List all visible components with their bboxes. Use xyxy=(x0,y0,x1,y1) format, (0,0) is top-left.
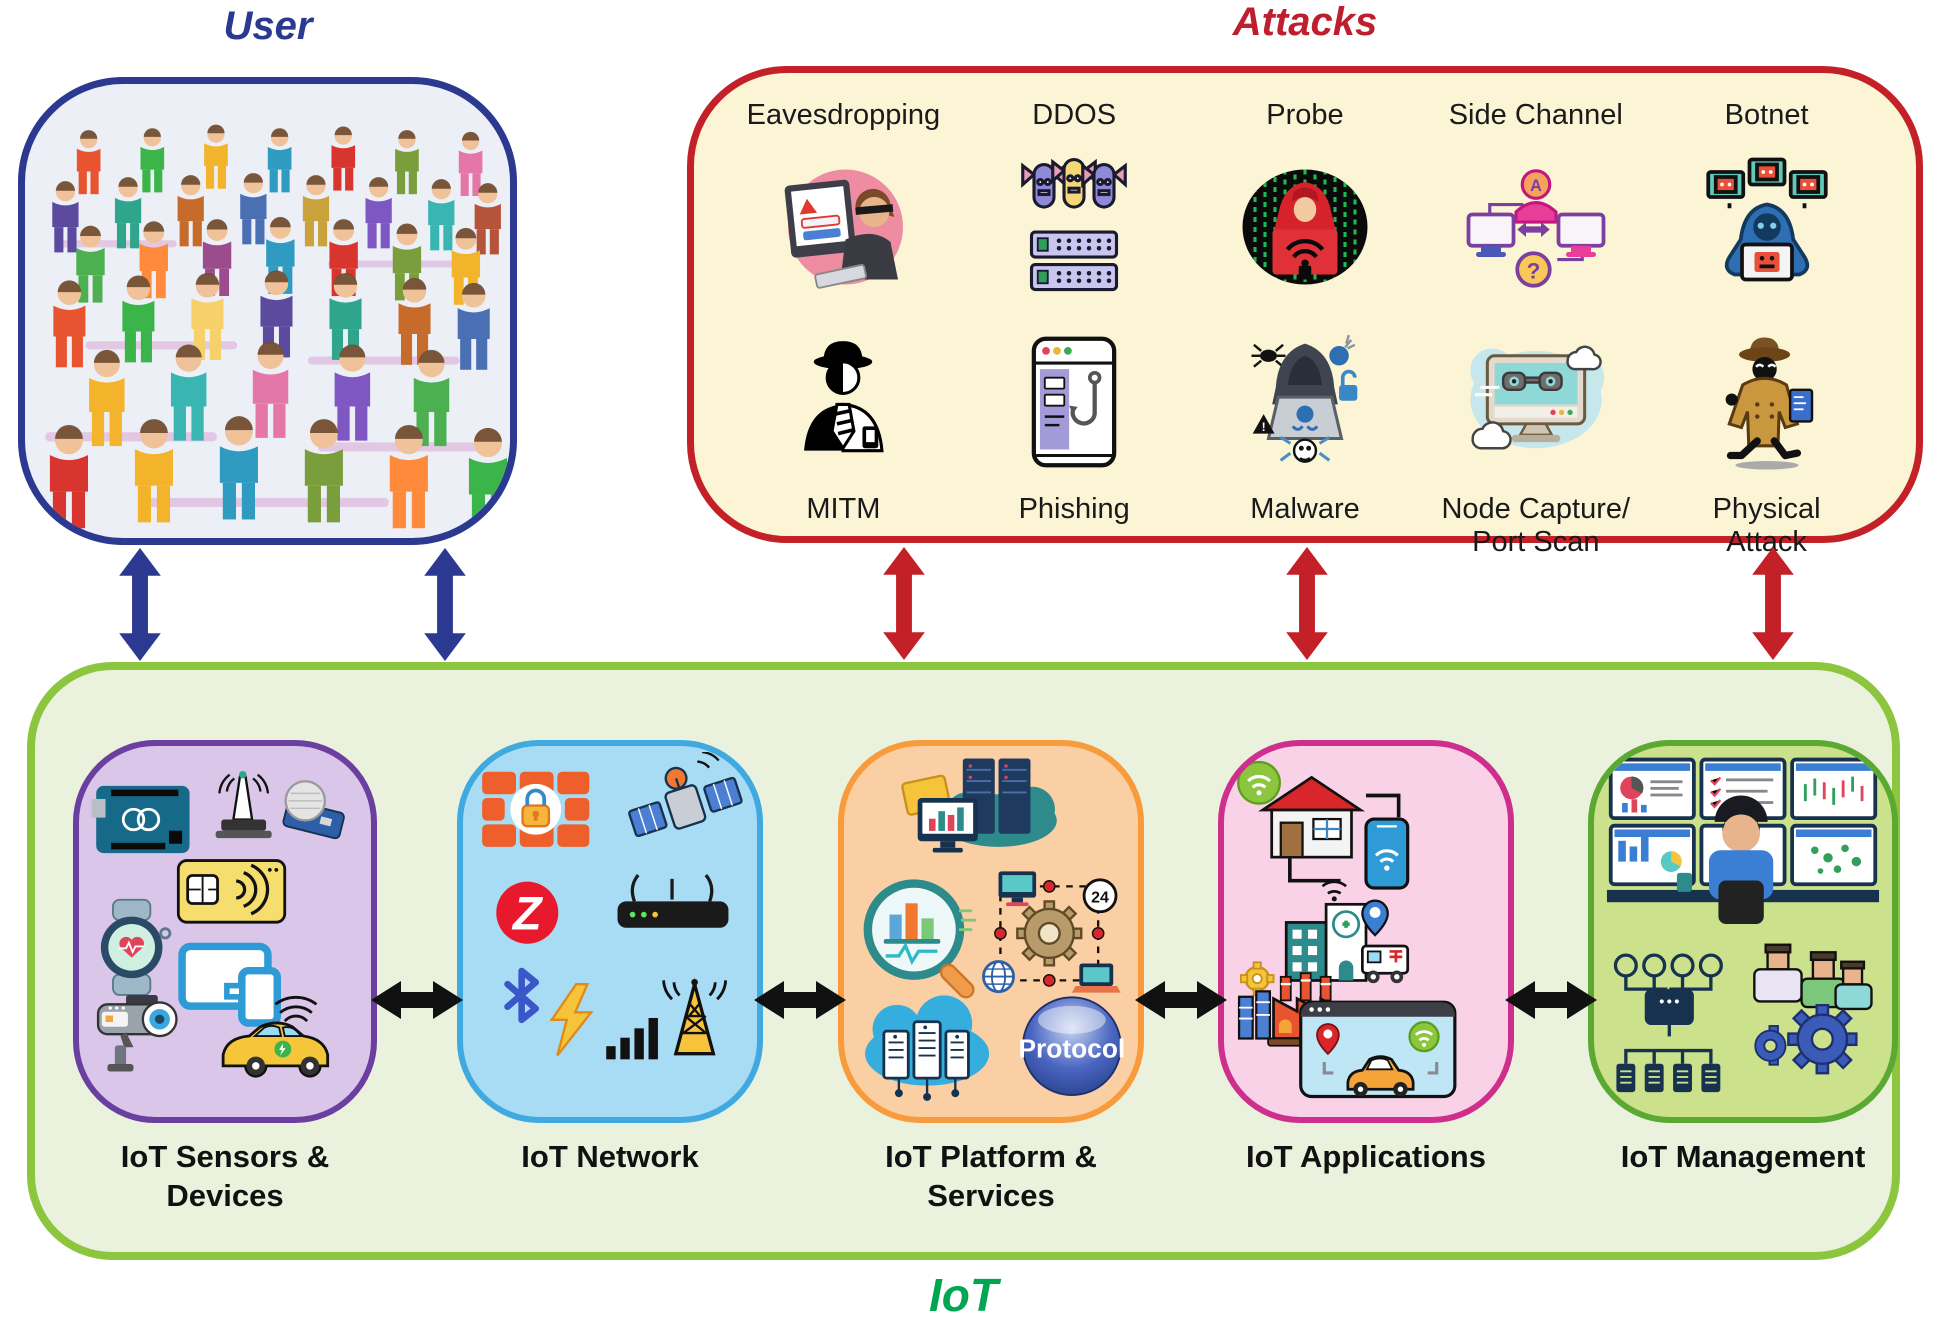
eavesdropping-icon xyxy=(728,143,959,311)
svg-text:!: ! xyxy=(1262,420,1266,434)
iot-network-label: IoT Network xyxy=(521,1139,699,1174)
attack-iot-arrow-2 xyxy=(1284,545,1330,662)
iot-platform-services-label: IoT Platform & Services xyxy=(885,1139,1097,1213)
iot-network-icon: Z xyxy=(482,752,743,1060)
attack-label-physical-attack: Physical Attack xyxy=(1712,493,1821,559)
attacks-title: Attacks xyxy=(1232,0,1378,44)
ddos-icon xyxy=(959,143,1190,311)
iot-sensors-devices-icon xyxy=(91,770,345,1078)
iot-management-label: IoT Management xyxy=(1620,1139,1866,1174)
attack-label-mitm: MITM xyxy=(806,493,881,525)
user-iot-arrow-1 xyxy=(117,546,163,663)
mitm-icon xyxy=(728,311,959,493)
malware-icon: ! xyxy=(1190,311,1421,493)
user-title: User xyxy=(223,4,313,48)
probe-icon xyxy=(1190,143,1421,311)
layer-arrow-platform-apps xyxy=(1133,978,1229,1022)
iot-sensors-devices-card xyxy=(73,740,377,1123)
iot-management-card xyxy=(1588,740,1898,1123)
attacks-box: Eavesdropping DDOS Probe Side Channel Bo… xyxy=(687,66,1923,558)
svg-text:Z: Z xyxy=(511,887,544,940)
svg-text:?: ? xyxy=(1526,258,1540,283)
side-channel-icon: A ? xyxy=(1420,143,1651,311)
attack-label-malware: Malware xyxy=(1250,493,1360,525)
botnet-icon xyxy=(1651,143,1882,311)
iot-sensors-devices-label: IoT Sensors & Devices xyxy=(120,1139,330,1213)
node-capture-port-scan-icon xyxy=(1420,311,1651,493)
iot-management-icon xyxy=(1606,757,1880,1093)
attack-label-node-capture-port-scan: Node Capture/ Port Scan xyxy=(1441,493,1631,559)
user-box xyxy=(18,77,517,545)
attack-label-probe: Probe xyxy=(1266,99,1344,131)
attack-label-phishing: Phishing xyxy=(1018,493,1130,525)
attack-label-eavesdropping: Eavesdropping xyxy=(746,99,941,131)
iot-platform-services-icon: 24 xyxy=(863,758,1125,1101)
svg-text:A: A xyxy=(1530,177,1542,195)
iot-title: IoT xyxy=(929,1269,998,1321)
iot-box: Z xyxy=(27,662,1900,1260)
attack-label-botnet: Botnet xyxy=(1724,99,1809,131)
physical-attack-icon xyxy=(1651,311,1882,493)
iot-network-card: Z xyxy=(457,740,763,1123)
phishing-icon xyxy=(959,311,1190,493)
layer-arrow-apps-mgmt xyxy=(1503,978,1599,1022)
layer-arrow-network-platform xyxy=(752,978,848,1022)
layer-arrow-sensors-network xyxy=(369,978,465,1022)
user-crowd-illustration xyxy=(45,124,508,532)
attack-iot-arrow-1 xyxy=(881,545,927,662)
iot-platform-services-card: 24 xyxy=(838,740,1144,1123)
attack-iot-arrow-3 xyxy=(1750,545,1796,662)
user-iot-arrow-2 xyxy=(422,546,468,663)
iot-applications-card xyxy=(1218,740,1514,1123)
svg-text:24: 24 xyxy=(1091,889,1109,906)
attack-label-side-channel: Side Channel xyxy=(1448,99,1623,131)
iot-applications-icon xyxy=(1237,760,1457,1099)
protocol-label: Protocol xyxy=(1018,1033,1125,1063)
attack-label-ddos: DDOS xyxy=(1032,99,1117,131)
iot-applications-label: IoT Applications xyxy=(1246,1139,1486,1174)
